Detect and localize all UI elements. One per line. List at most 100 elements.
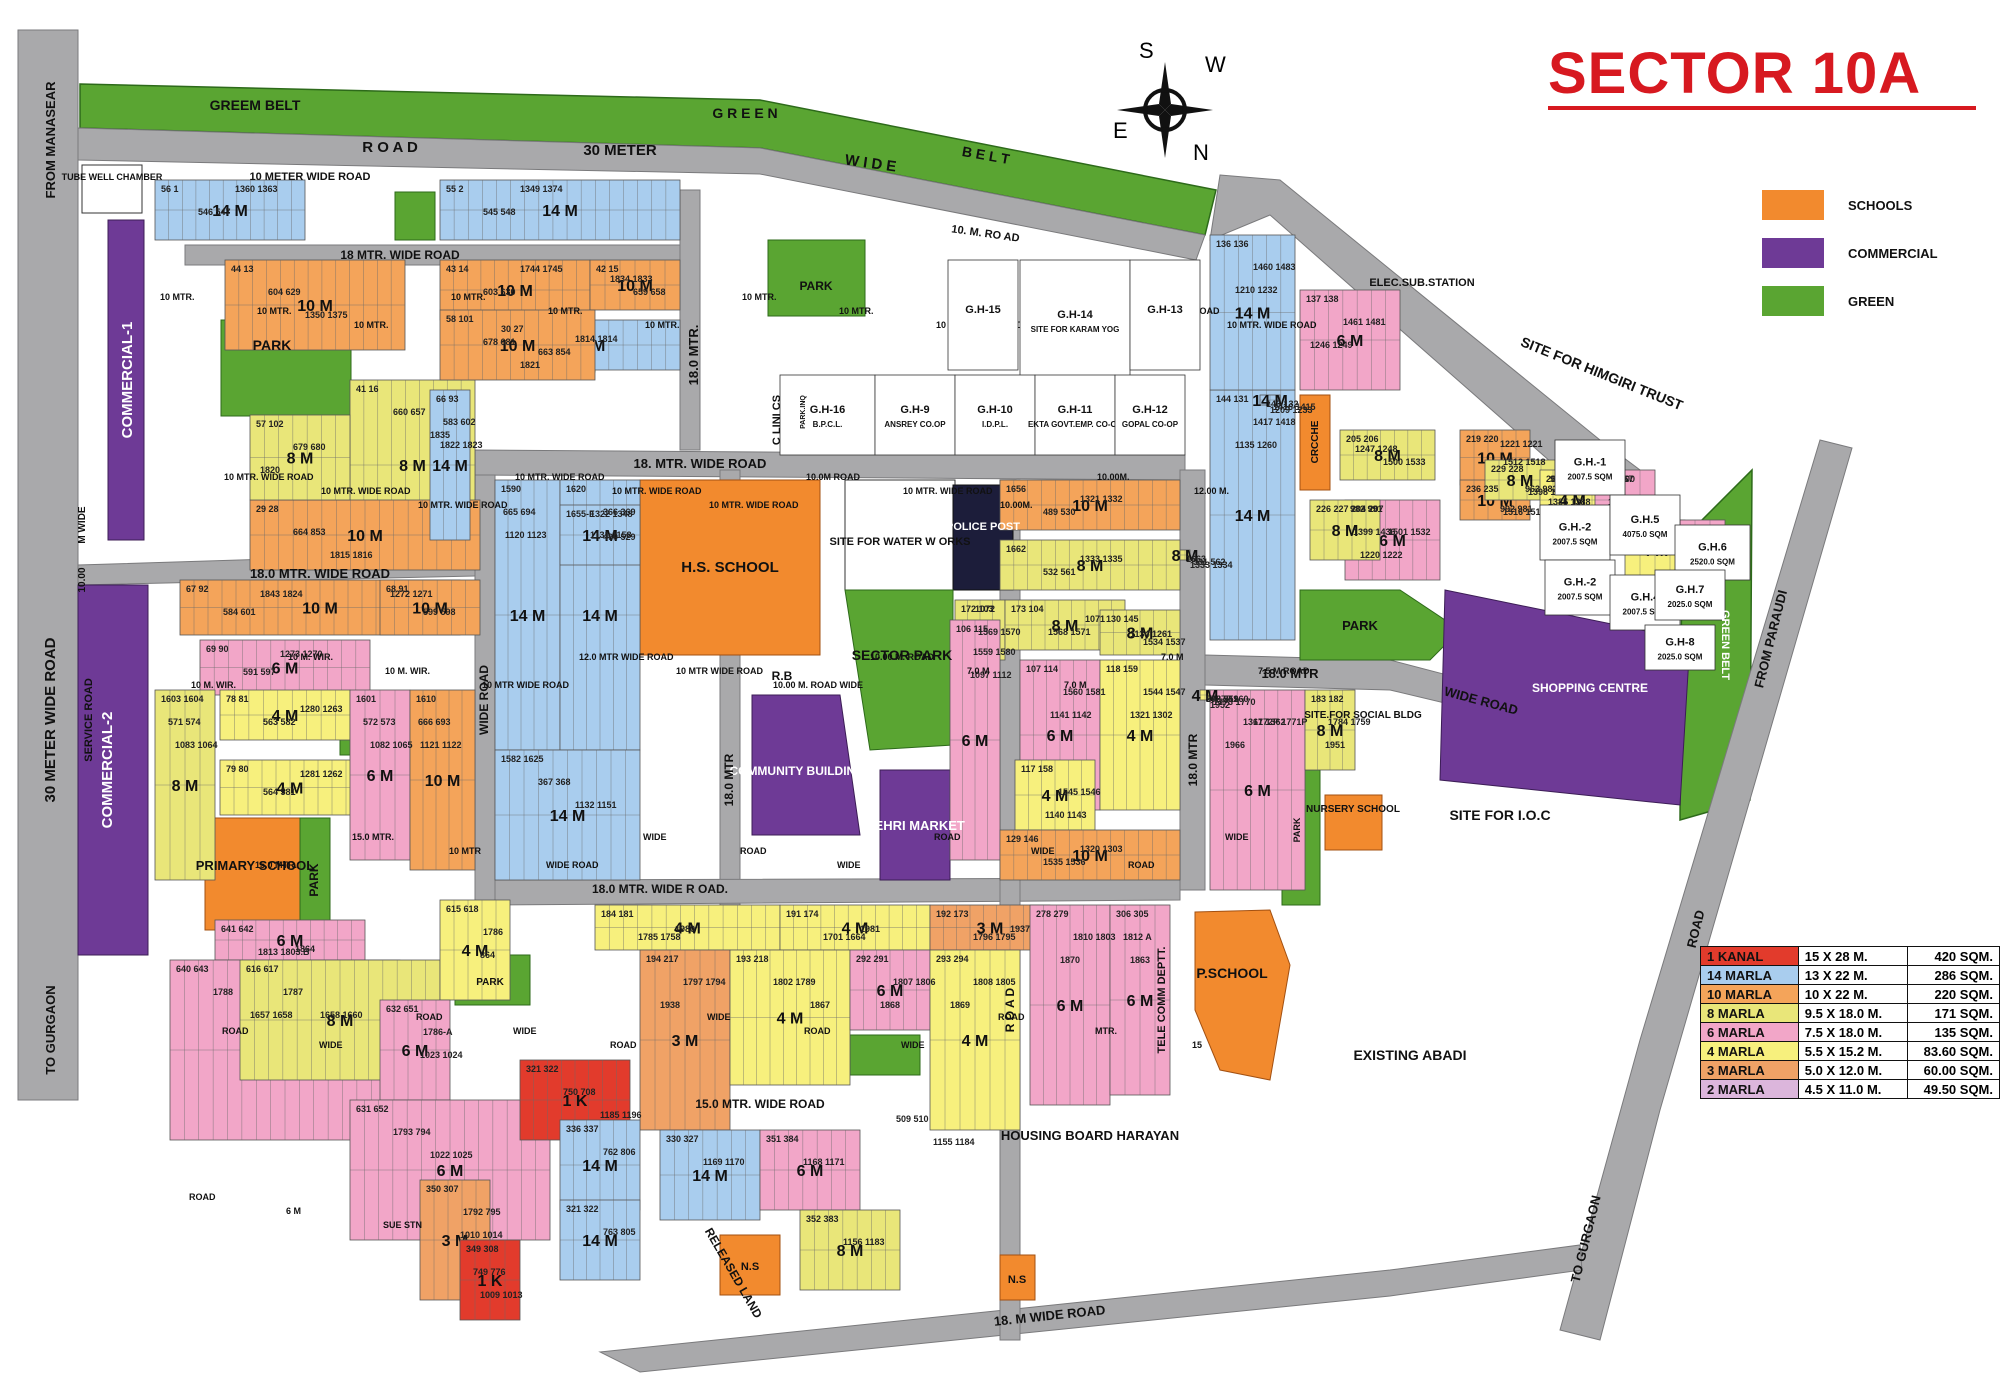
plot-number: 321 322 [526, 1064, 559, 1074]
road-18-a: 18 MTR. WIDE ROAD [340, 248, 460, 262]
plot-number: 1460 1483 [1253, 262, 1296, 272]
plot-number: 1023 1024 [420, 1050, 463, 1060]
plot-number: 1321 1332 [1080, 494, 1123, 504]
block-label: 4 M [962, 1033, 989, 1050]
size-area: 420 SQM. [1906, 946, 2000, 966]
gh-id: G.H-8 [1665, 637, 1694, 649]
plot-number: 1416 1415 [1273, 402, 1316, 412]
block-label: 6 M [877, 983, 904, 1000]
minor-road-label: ROAD [998, 1012, 1025, 1022]
plot-number: 1569 1570 [978, 627, 1021, 637]
gh-plot [947, 259, 1019, 371]
block-label: 4 M [1192, 688, 1219, 705]
plot-number: 1610 [416, 694, 436, 704]
plot-number: 278 259 [1206, 694, 1239, 704]
legend-label-green: GREEN [1848, 294, 1895, 309]
tele-comm-label: TELE COMM DEPTT. [1156, 947, 1168, 1054]
plot-number: 172 103 [961, 604, 994, 614]
size-dims: 10 X 22 M. [1797, 984, 1908, 1004]
block-label: 8 M [1374, 448, 1401, 465]
block-label: 4 M [272, 708, 299, 725]
minor-road-label: ROAD [416, 1012, 443, 1022]
block-label: 10 M [425, 773, 461, 790]
plot-number: 1461 1481 [1343, 317, 1386, 327]
minor-road-label: 10 M. WIR. [191, 680, 236, 690]
plot-number: 236 235 [1466, 484, 1499, 494]
plot-number: 490 529 [603, 532, 636, 542]
plot-number: 1071 [1085, 614, 1105, 624]
gh-plot [1129, 259, 1201, 371]
plot-number: 660 657 [393, 407, 426, 417]
block-label: 4 M [1042, 788, 1069, 805]
block-label: 14 M [582, 608, 618, 625]
water-works-label: SITE FOR WATER W ORKS [830, 536, 971, 548]
plot-number: 1210 1232 [1235, 285, 1278, 295]
block-label: 8 M [1077, 558, 1104, 575]
plot-number: 563 582 [263, 717, 296, 727]
plot-number: 1360 1363 [235, 184, 278, 194]
gh-sub: ANSREY CO.OP [884, 420, 946, 429]
vert-18-a: 18.0 MTR. [686, 325, 701, 386]
size-area: 49.50 SQM. [1906, 1079, 2000, 1099]
plot-number: 604 629 [268, 287, 301, 297]
plot-number: 184 181 [601, 909, 634, 919]
gh-sub: I.D.P.L. [982, 420, 1008, 429]
gh-sub: GOPAL CO-OP [1122, 420, 1179, 429]
plot-number: 66 93 [436, 394, 459, 404]
block-label: 8 M [1507, 473, 1534, 490]
minor-road-label: 7.0 M [1161, 652, 1184, 662]
plot-number: 583 602 [443, 417, 476, 427]
plot-number: 44 13 [231, 264, 254, 274]
block-label: 14 M [582, 1158, 618, 1175]
gh-id: G.H-16 [810, 404, 845, 416]
plot-number: 640 643 [176, 964, 209, 974]
plot-number: 136 136 [1216, 239, 1249, 249]
minor-road-label: 10 MTR WIDE ROAD [676, 666, 764, 676]
minor-road-label: 10.00M. [1097, 472, 1130, 482]
minor-road-label: 10.00M. [1000, 500, 1033, 510]
block-label: 10 M [1072, 848, 1108, 865]
plot-number: 1843 1824 [260, 589, 303, 599]
block-label: 8 M [1052, 618, 1079, 635]
size-dims: 4.5 X 11.0 M. [1797, 1079, 1908, 1099]
plot-number: 1516 1517 [1503, 507, 1546, 517]
block-label: 8 M [399, 458, 426, 475]
plot-number: 1810 1803 [1073, 932, 1116, 942]
compass-rose: S W E N [1113, 38, 1226, 165]
plot-number: 1744 1745 [520, 264, 563, 274]
minor-road-label: 10 MTR. WIDE ROAD [903, 486, 993, 496]
top-road-a: R O A D [362, 139, 418, 156]
minor-road-label: 15.0 MTR. [352, 832, 394, 842]
gh-id: G.H-12 [1132, 404, 1167, 416]
plot-number: 1784 1759 [1328, 717, 1371, 727]
plot-number: 1156 1183 [843, 1237, 885, 1247]
gh-id: G.H-14 [1057, 309, 1093, 321]
plot-number: 666 693 [418, 717, 451, 727]
plot-number: 1534 1537 [1143, 637, 1186, 647]
minor-road-label: 10 MTR. WIDE ROAD [321, 486, 411, 496]
vert-18-c: 18.0 MTR [1186, 733, 1200, 786]
size-name: 8 MARLA [1700, 1003, 1799, 1023]
block-label: 14 M [582, 1233, 618, 1250]
block-label: 10 M [302, 601, 338, 618]
minor-road-label: 10.00 M. ROAD [870, 652, 935, 662]
plot-number: 992 981 [1500, 504, 1533, 514]
plot-number: 1663 [1186, 554, 1206, 564]
plot-number: 1246 1249 [1310, 340, 1353, 350]
block-label: 8 M [1172, 548, 1199, 565]
size-dims: 9.5 X 18.0 M. [1797, 1003, 1908, 1023]
block-label: 1 K [478, 1273, 503, 1290]
plot-number: 1772P 1771P [1253, 717, 1307, 727]
plot-number: 352 383 [806, 1214, 839, 1224]
park-2-label: PARK [799, 279, 832, 293]
plot-number: 330 327 [666, 1134, 699, 1144]
plot-number: 1132 1151 [575, 800, 617, 810]
block-label: 8 M [837, 1243, 864, 1260]
minor-road-label: 10 MTR. WIDE ROAD [418, 500, 508, 510]
plot-number: 572 573 [363, 717, 396, 727]
